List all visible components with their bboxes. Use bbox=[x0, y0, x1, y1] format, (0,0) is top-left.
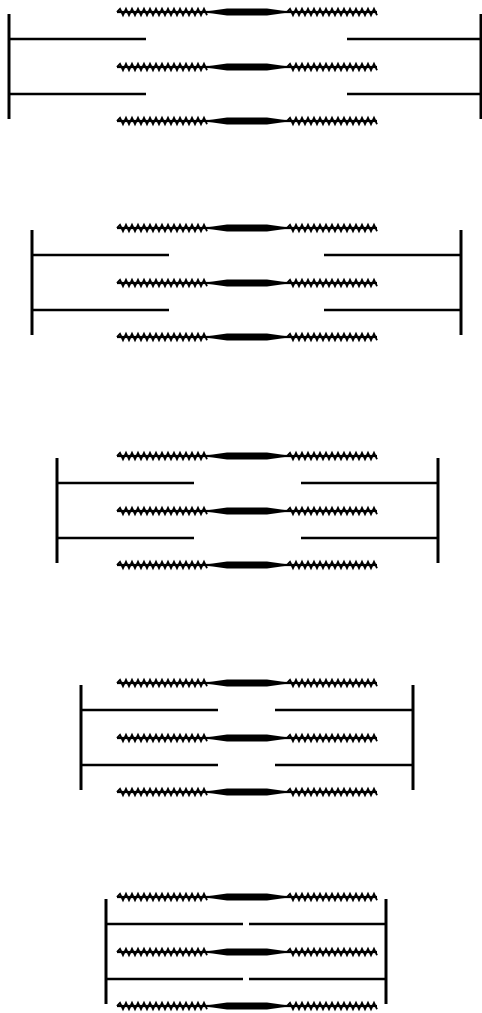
sarcomere-stage-1 bbox=[9, 9, 481, 125]
sarcomere-stage-3 bbox=[57, 453, 438, 569]
sarcomere-stage-5 bbox=[106, 894, 386, 1010]
sarcomere-stage-4 bbox=[81, 680, 413, 796]
sarcomere-stage-2 bbox=[32, 225, 461, 341]
